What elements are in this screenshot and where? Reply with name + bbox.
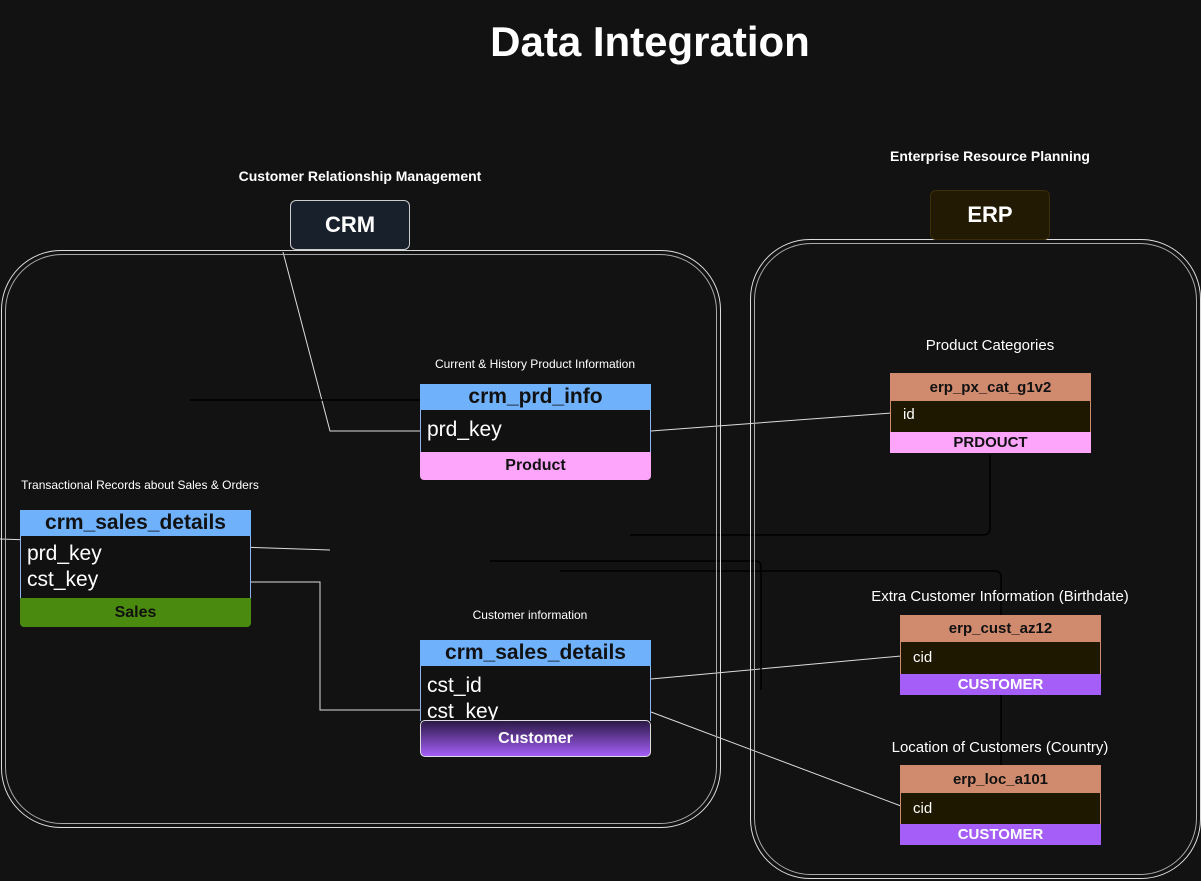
loc-table-body: cid (900, 793, 1101, 824)
connector-crm-to-prd (282, 251, 421, 432)
customer-table-body: cst_id cst_key (420, 666, 651, 721)
page-title: Data Integration (490, 18, 810, 65)
product-table-header[interactable]: crm_prd_info (420, 384, 651, 410)
category-table-footer[interactable]: PRDOUCT (890, 432, 1091, 453)
field-cst-key[interactable]: cst_key (427, 700, 499, 721)
cust-table-header[interactable]: erp_cust_az12 (900, 615, 1101, 642)
field-cat-id[interactable]: id (903, 406, 915, 423)
customer-table-header[interactable]: crm_sales_details (420, 640, 651, 666)
customer-table-caption: Customer information (472, 608, 588, 622)
connector-prd-to-cat (650, 412, 892, 432)
category-table-header[interactable]: erp_px_cat_g1v2 (890, 373, 1091, 401)
cust-table-footer[interactable]: CUSTOMER (900, 674, 1101, 695)
loc-table-header[interactable]: erp_loc_a101 (900, 765, 1101, 793)
crm-badge[interactable]: CRM (290, 200, 410, 250)
field-cust-cid[interactable]: cid (913, 649, 933, 666)
sales-table-body: prd_key cst_key (20, 536, 251, 598)
field-sales-prd-key[interactable]: prd_key (27, 542, 102, 565)
erp-badge[interactable]: ERP (930, 190, 1050, 240)
product-table-body: prd_key (420, 410, 651, 452)
field-loc-cid[interactable]: cid (913, 800, 933, 817)
field-prd-key[interactable]: prd_key (427, 418, 502, 441)
field-sales-cst-key[interactable]: cst_key (27, 568, 99, 591)
category-table-body: id (890, 401, 1091, 432)
crm-container (1, 250, 721, 828)
connector-cstid-to-cust (650, 655, 902, 680)
sales-table-header[interactable]: crm_sales_details (20, 510, 251, 536)
sales-table-footer[interactable]: Sales (20, 598, 251, 627)
product-table-footer[interactable]: Product (420, 452, 651, 480)
loc-table-footer[interactable]: CUSTOMER (900, 824, 1101, 845)
customer-table-footer[interactable]: Customer (420, 720, 651, 757)
product-table-caption: Current & History Product Information (434, 357, 636, 371)
connector-sales-to-customer (251, 581, 421, 711)
loc-table-caption: Location of Customers (Country) (891, 739, 1109, 756)
erp-subtitle: Enterprise Resource Planning (890, 148, 1090, 164)
cust-table-caption: Extra Customer Information (Birthdate) (871, 588, 1129, 605)
sales-table-caption: Transactional Records about Sales & Orde… (21, 478, 259, 492)
field-cst-id[interactable]: cst_id (427, 674, 482, 697)
cust-table-body: cid (900, 642, 1101, 674)
crm-subtitle: Customer Relationship Management (238, 168, 482, 184)
category-table-caption: Product Categories (925, 337, 1055, 354)
connector-cstkey-to-loc (650, 711, 902, 807)
